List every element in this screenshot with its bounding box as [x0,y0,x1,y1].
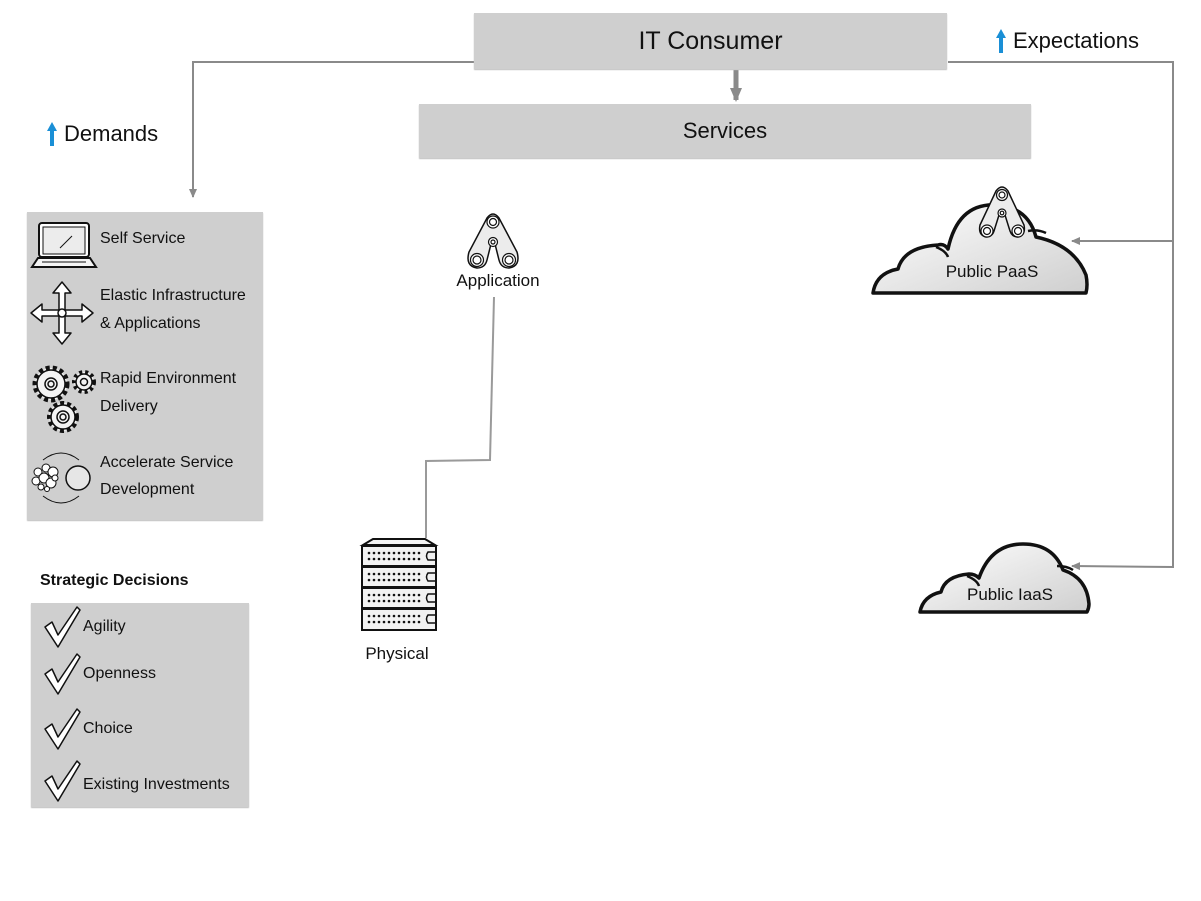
checkmark-icon [44,653,81,695]
application-to-physical-connector [425,296,495,538]
strategic-item-choice: Choice [83,720,133,737]
expand-arrows-icon [30,281,94,345]
checkmark-icon [44,708,81,750]
application-label: Application [456,271,540,290]
expectations-label: Expectations [1013,28,1139,53]
strategic-decisions-panel: Agility Openness Choice Existing Investm… [31,603,249,807]
application-icon[interactable] [465,212,523,270]
public-iaas-label: Public IaaS [967,585,1053,604]
physical-label: Physical [365,644,429,663]
up-arrow-icon [996,29,1006,53]
demand-item-rapid-line2: Delivery [100,398,158,415]
laptop-icon [30,222,98,268]
strategic-decisions-title: Strategic Decisions [40,572,189,589]
services-label: Services [682,118,768,143]
strategic-item-existing-investments: Existing Investments [83,776,230,793]
demand-item-rapid-line1: Rapid Environment [100,370,237,387]
consumer-to-clouds-connector [948,61,1174,571]
demand-item-elastic-line2: & Applications [100,315,201,332]
public-paas-cloud[interactable] [868,185,1092,299]
demands-label: Demands [64,121,159,146]
expectations-annotation: Expectations [995,26,1139,56]
public-paas-label: Public PaaS [945,262,1039,281]
bubbles-cycle-icon [31,452,91,504]
services-box[interactable]: Services [419,104,1031,158]
strategic-item-openness: Openness [83,665,156,682]
demands-panel: Self Service Elastic Infrastructure & Ap… [27,212,263,520]
it-consumer-label: IT Consumer [638,26,783,55]
server-rack-icon[interactable] [359,537,439,633]
demand-item-accelerate-line1: Accelerate Service [100,454,234,471]
demand-item-accelerate-line2: Development [100,481,195,498]
demand-item-self-service: Self Service [100,230,186,247]
checkmark-icon [44,760,81,802]
up-arrow-icon [47,122,57,146]
demands-annotation: Demands [46,118,158,150]
paas-application-icon [978,186,1026,238]
it-consumer-box[interactable]: IT Consumer [474,13,947,69]
public-iaas-cloud[interactable] [917,540,1093,616]
checkmark-icon [44,606,81,648]
demand-item-elastic-line1: Elastic Infrastructure [100,287,246,304]
consumer-to-demands-connector [189,61,474,198]
gears-icon [32,365,96,433]
strategic-item-agility: Agility [83,618,126,635]
